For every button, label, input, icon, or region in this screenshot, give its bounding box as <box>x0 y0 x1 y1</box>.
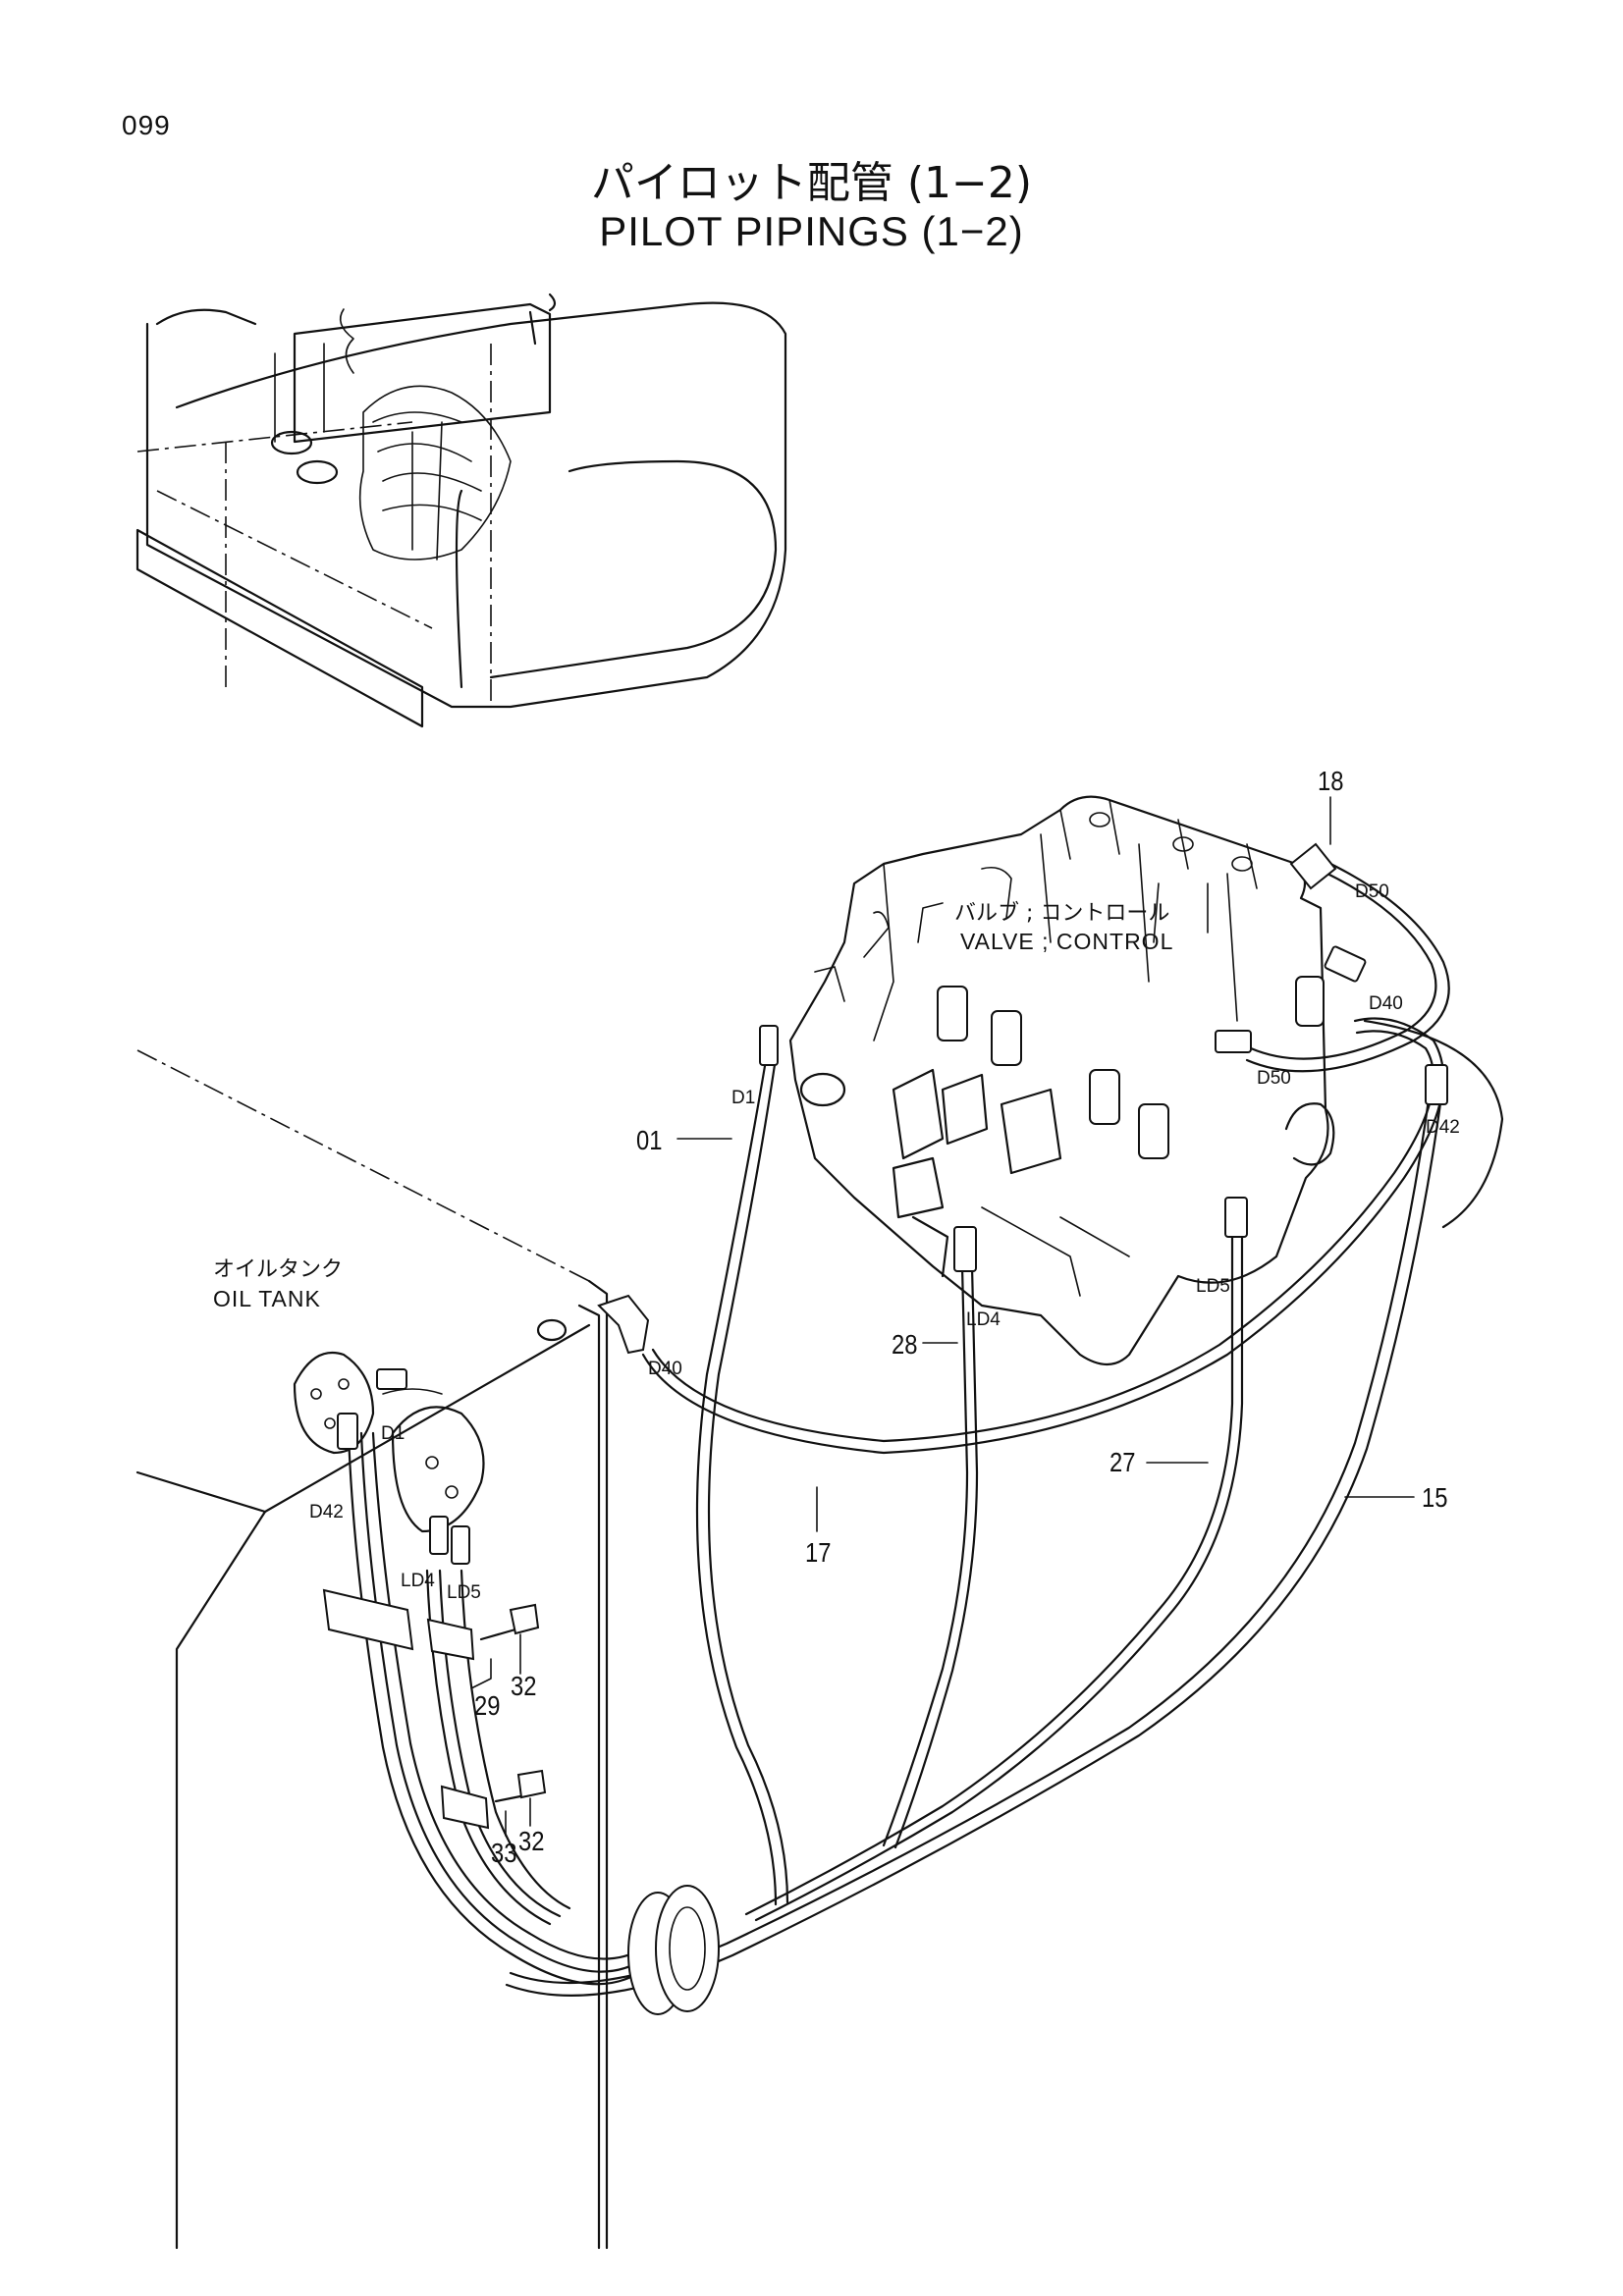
machine-inset-drawing <box>135 293 787 728</box>
clamps-and-bolts <box>322 1588 547 1830</box>
valve-label-japanese: バルブ ; コントロール <box>954 901 1170 926</box>
port-label-ld4-tank: LD4 <box>401 1571 435 1591</box>
part-number-33: 33 <box>491 1838 517 1868</box>
grommet-ring <box>627 1885 720 2015</box>
part-number-01: 01 <box>636 1125 663 1155</box>
hose-fittings <box>337 842 1448 1565</box>
part-number-28: 28 <box>892 1329 918 1360</box>
page-title-japanese: パイロット配管 (1−2) <box>590 158 1033 208</box>
port-label-d40-tank: D40 <box>648 1359 682 1379</box>
port-label-d50-lower: D50 <box>1257 1068 1291 1089</box>
port-label-ld4-valve: LD4 <box>966 1309 1001 1330</box>
tank-label-japanese: オイルタンク <box>213 1257 344 1282</box>
leader-lines <box>470 796 1415 1837</box>
port-label-d40-valve: D40 <box>1369 993 1403 1014</box>
page-title-english: PILOT PIPINGS (1−2) <box>599 208 1024 254</box>
part-number-17: 17 <box>805 1537 832 1568</box>
port-label-ld5-tank: LD5 <box>447 1582 481 1603</box>
part-number-32-lower: 32 <box>518 1826 545 1856</box>
port-label-d50-upper: D50 <box>1355 881 1389 902</box>
port-label-d42-tank: D42 <box>309 1502 344 1522</box>
part-number-18: 18 <box>1318 766 1344 796</box>
control-valve-drawing <box>788 795 1335 1366</box>
part-number-15: 15 <box>1422 1482 1448 1513</box>
port-label-d1-tank: D1 <box>381 1423 406 1444</box>
part-number-29: 29 <box>474 1690 501 1721</box>
oil-tank-drawing <box>135 1049 609 2250</box>
port-label-ld5-valve: LD5 <box>1196 1276 1230 1297</box>
tank-label-english: OIL TANK <box>213 1286 321 1311</box>
page-number: 099 <box>122 110 171 140</box>
port-label-d42-valve: D42 <box>1426 1117 1460 1138</box>
port-label-d1-valve: D1 <box>731 1088 756 1108</box>
part-number-32-upper: 32 <box>511 1671 537 1701</box>
part-number-27: 27 <box>1109 1447 1136 1477</box>
valve-label-english: VALVE ; CONTROL <box>960 929 1174 954</box>
